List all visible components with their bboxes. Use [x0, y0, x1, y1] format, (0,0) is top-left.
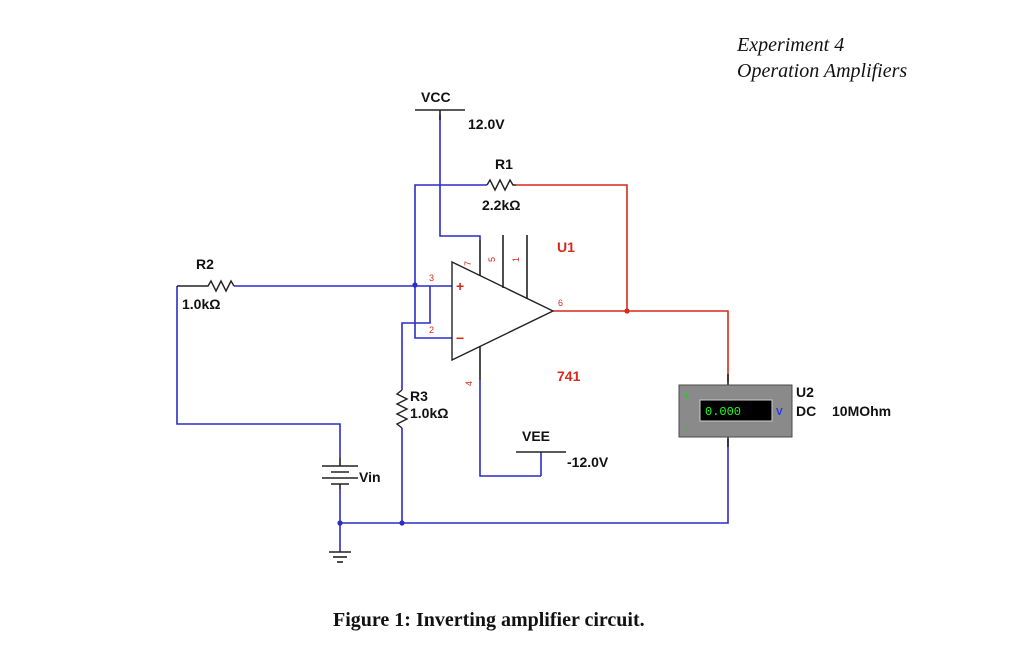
ground-symbol	[329, 551, 351, 563]
figure-caption: Figure 1: Inverting amplifier circuit.	[333, 609, 645, 631]
vee-value: -12.0V	[567, 454, 609, 470]
junctions	[337, 282, 630, 526]
meter-mode: DC	[796, 403, 816, 419]
r1-label: R1	[495, 156, 513, 172]
vcc-value: 12.0V	[468, 116, 505, 132]
meter-resistance: 10MOhm	[832, 403, 891, 419]
vcc-supply[interactable]: VCC 12.0V	[415, 89, 505, 132]
r2-value: 1.0kΩ	[182, 296, 220, 312]
opamp-u1[interactable]: 7 5 1 3 2 6 4 + − U1 741	[429, 235, 581, 386]
pin-7: 7	[463, 261, 473, 266]
vcc-label: VCC	[421, 89, 451, 105]
wires-red	[516, 184, 729, 382]
r3-value: 1.0kΩ	[410, 405, 448, 421]
minus-sign: −	[456, 330, 464, 346]
opamp-label: U1	[557, 239, 575, 255]
header-title: Operation Amplifiers	[737, 60, 907, 82]
junction-dot	[337, 520, 343, 526]
pin-2: 2	[429, 325, 434, 335]
r1-value: 2.2kΩ	[482, 197, 520, 213]
meter-display	[699, 399, 773, 422]
junction-dot	[624, 308, 630, 314]
r2-label: R2	[196, 256, 214, 272]
meter-label: U2	[796, 384, 814, 400]
header-experiment: Experiment 4	[736, 34, 844, 56]
vin-label: Vin	[359, 469, 381, 485]
vin-source[interactable]: Vin	[322, 458, 381, 489]
resistor-r1[interactable]: R1 2.2kΩ	[482, 156, 520, 213]
junction-dot	[412, 282, 418, 288]
meter-unit: V	[776, 407, 783, 418]
opamp-model: 741	[557, 368, 581, 384]
pin-5: 5	[487, 257, 497, 262]
meter-minus: -	[685, 424, 688, 435]
vee-label: VEE	[522, 428, 550, 444]
multimeter-u2[interactable]: 0.000 V + - U2 DC 10MOhm	[678, 374, 891, 447]
meter-plus: +	[684, 391, 690, 402]
pin-1: 1	[511, 257, 521, 262]
pin-6: 6	[558, 298, 563, 308]
junction-dot	[399, 520, 405, 526]
pin-3: 3	[429, 273, 434, 283]
plus-sign: +	[456, 278, 464, 294]
r3-label: R3	[410, 388, 428, 404]
wires-blue	[176, 115, 729, 552]
vee-supply[interactable]: VEE -12.0V	[516, 428, 609, 470]
pin-4: 4	[464, 381, 474, 386]
resistor-r3[interactable]: R3 1.0kΩ	[395, 388, 448, 429]
meter-reading: 0.000	[705, 405, 741, 419]
resistor-r2[interactable]: R2 1.0kΩ	[177, 256, 235, 312]
header: Experiment 4 Operation Amplifiers	[736, 34, 907, 82]
